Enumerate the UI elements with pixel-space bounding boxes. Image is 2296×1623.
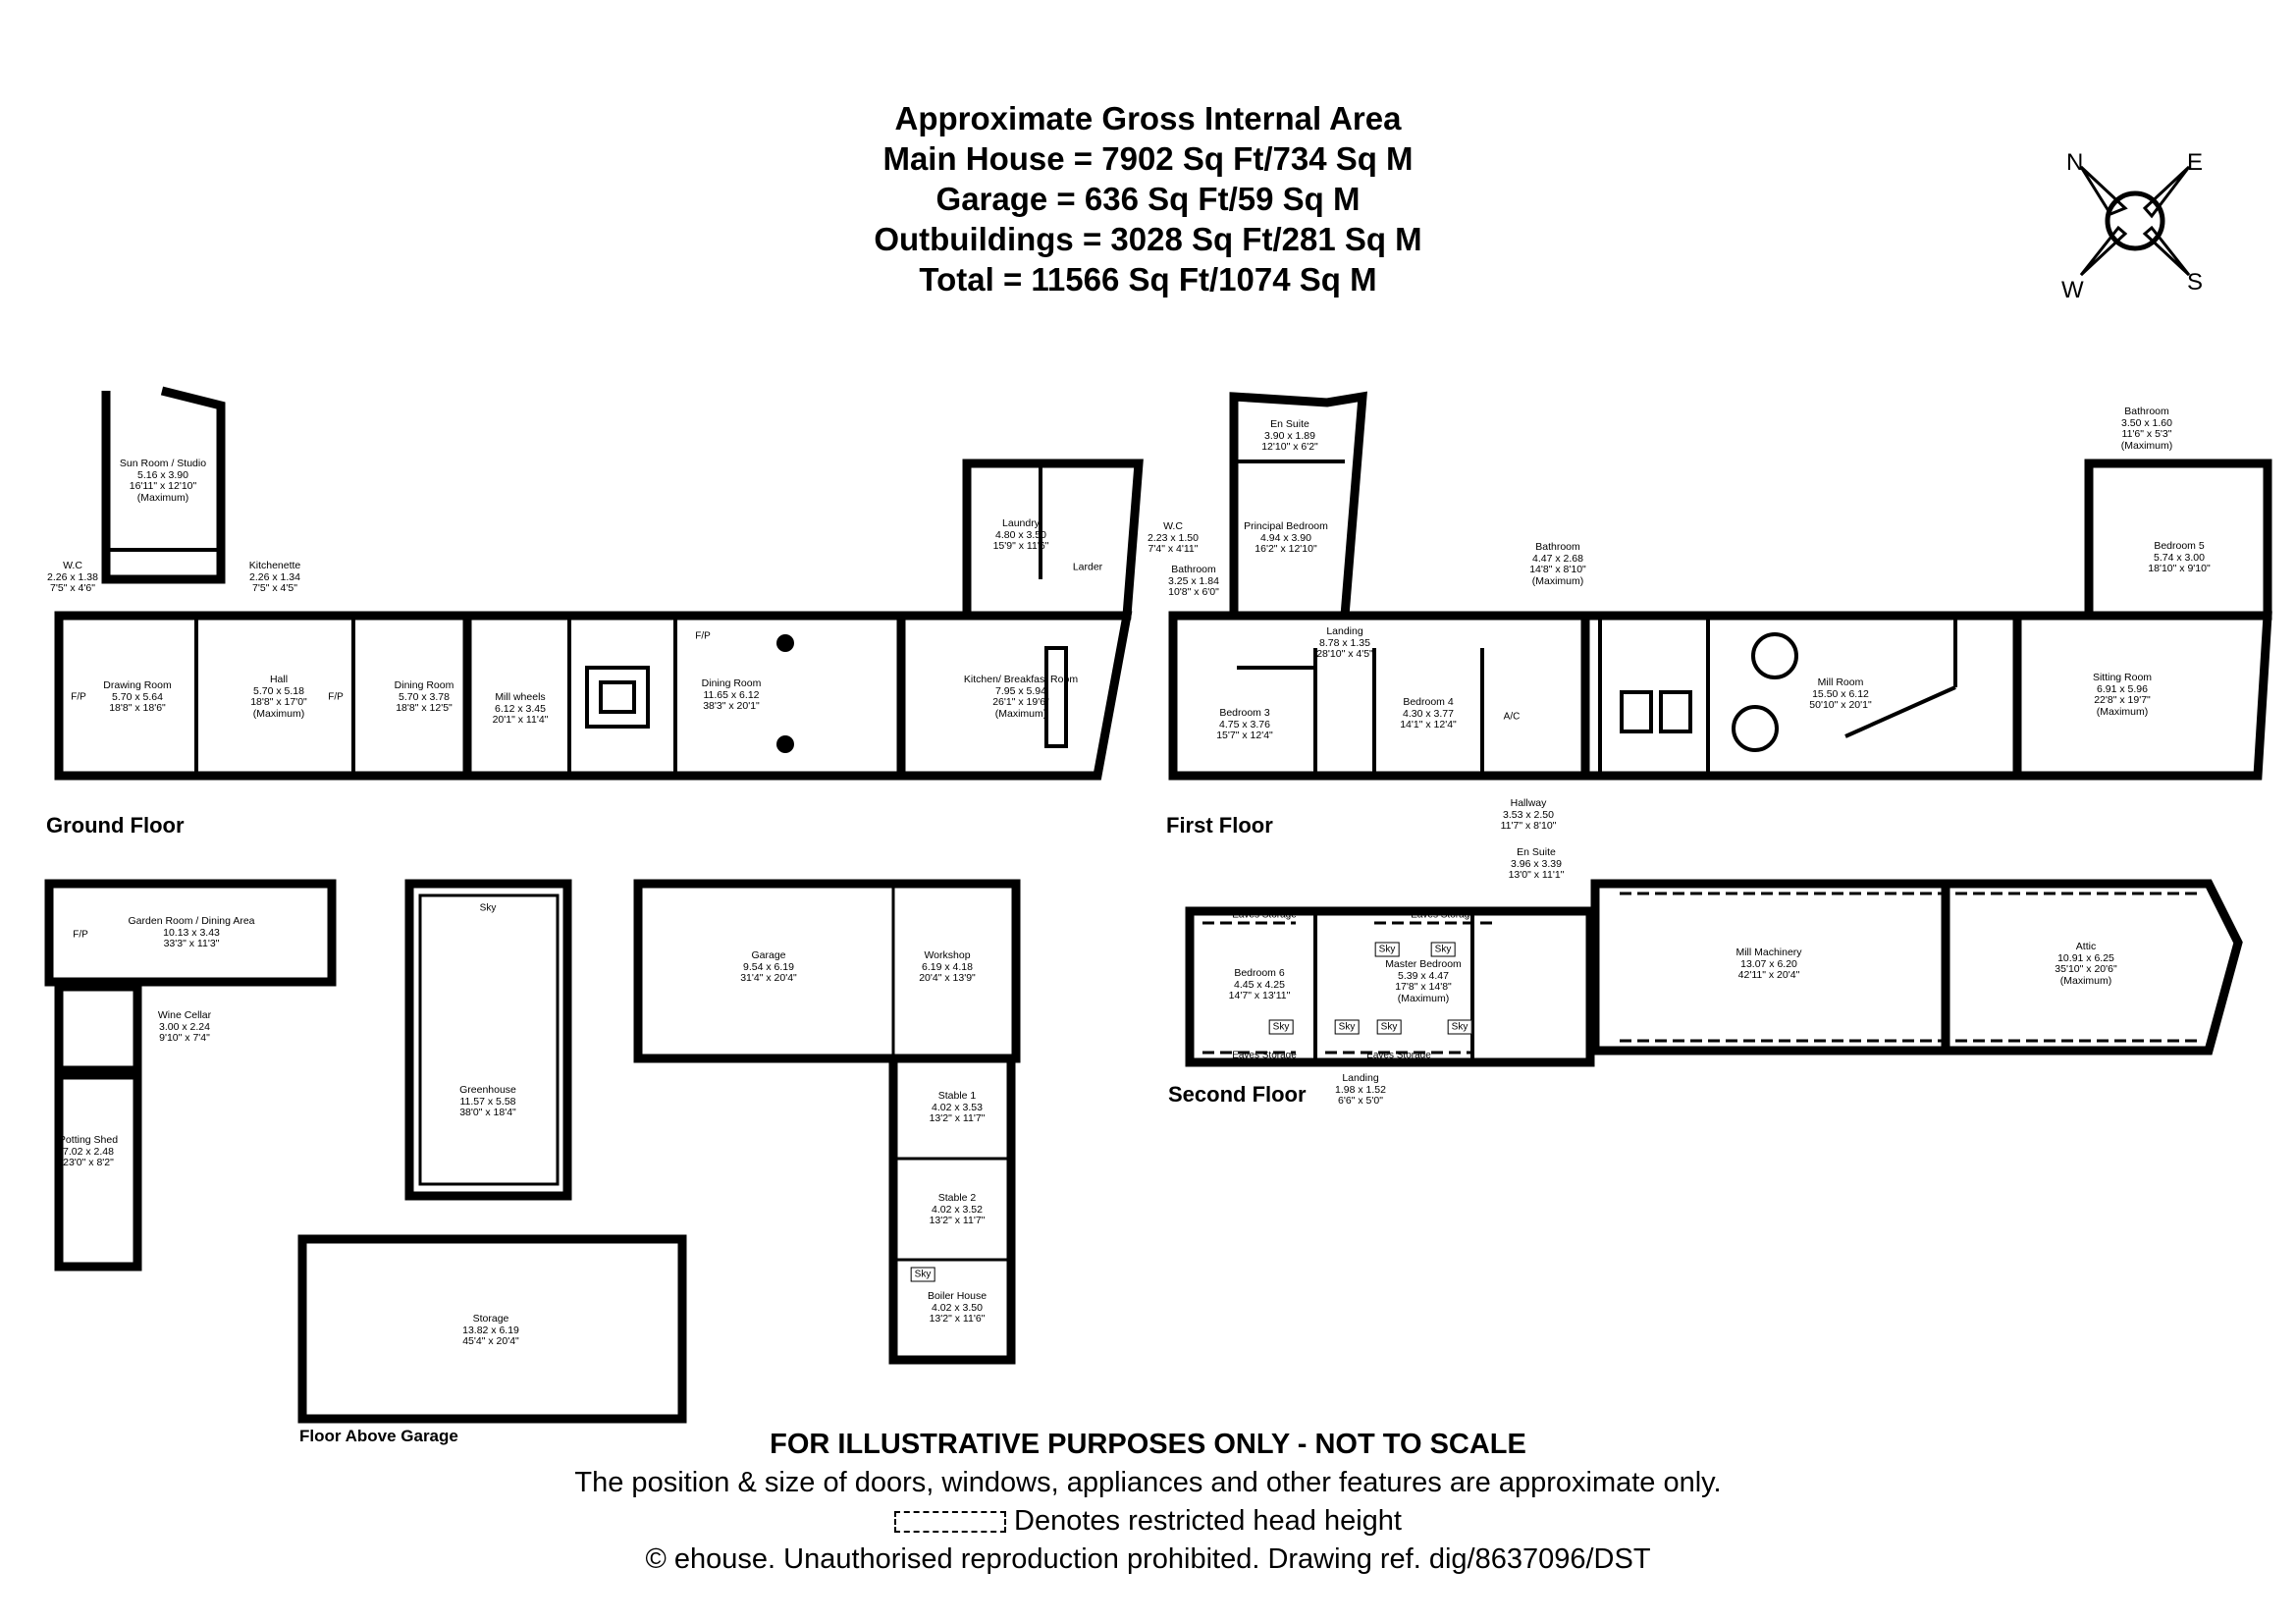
compass-s: S (2187, 269, 2204, 296)
room-bathroom-first-a: Bathroom 3.25 x 1.84 10'8" x 6'0" (1168, 563, 1219, 598)
dashed-legend-icon (894, 1511, 1006, 1534)
potting-shed-outline (54, 1070, 142, 1271)
area-main-house: Main House = 7902 Sq Ft/734 Sq M (882, 140, 1414, 177)
fireplace-label-garden: F/P (73, 929, 88, 941)
room-wc-side: W.C 2.23 x 1.50 7'4" x 4'11" (1148, 519, 1199, 555)
room-stable-2: Stable 2 4.02 x 3.52 13'2" x 11'7" (929, 1191, 986, 1226)
area-outbuildings: Outbuildings = 3028 Sq Ft/281 Sq M (874, 221, 1422, 257)
compass-e: E (2187, 149, 2204, 176)
garage-outline (633, 879, 1021, 1063)
first-floor-left-block (1168, 611, 1590, 781)
room-sun-room: Sun Room / Studio 5.16 x 3.90 16'11" x 1… (119, 458, 207, 504)
disclaimer-heading: FOR ILLUSTRATIVE PURPOSES ONLY - NOT TO … (770, 1429, 1526, 1460)
greenhouse-outline (404, 879, 572, 1201)
room-kitchen: Kitchen/ Breakfast Room 7.95 x 5.94 26'1… (963, 674, 1079, 720)
eaves-label-1: Eaves Storage (1232, 909, 1297, 921)
room-landing-first: Landing 8.78 x 1.35 28'10" x 4'5" (1316, 624, 1373, 660)
room-bedroom-5: Bedroom 5 5.74 x 3.00 18'10" x 9'10" (2148, 539, 2211, 574)
bedroom5-outline (2084, 459, 2272, 621)
wine-cellar-outline (54, 982, 142, 1075)
room-bedroom-4: Bedroom 4 4.30 x 3.77 14'1" x 12'4" (1400, 695, 1457, 730)
fireplace-label-dining: F/P (695, 630, 711, 642)
eaves-label-2: Eaves Storage (1411, 909, 1475, 921)
room-garage: Garage 9.54 x 6.19 31'4" x 20'4" (740, 948, 797, 984)
room-landing-second: Landing 1.98 x 1.52 6'6" x 5'0" (1335, 1071, 1386, 1107)
sky-label-2a: Sky (1374, 942, 1400, 957)
room-bathroom-first-b: Bathroom 4.47 x 2.68 14'8" x 8'10" (Maxi… (1529, 541, 1586, 587)
room-wc-ground: W.C 2.26 x 1.38 7'5" x 4'6" (47, 559, 98, 594)
room-attic: Attic 10.91 x 6.25 35'10" x 20'6" (Maxim… (2055, 941, 2117, 987)
second-floor-left-block (1185, 906, 1595, 1067)
disclaimer-text: The position & size of doors, windows, a… (574, 1467, 1722, 1498)
compass-n: N (2066, 149, 2084, 176)
compass-icon (2079, 165, 2191, 277)
floor-label-above-garage: Floor Above Garage (299, 1427, 458, 1445)
compass-w: W (2061, 277, 2084, 303)
room-master-bedroom: Master Bedroom 5.39 x 4.47 17'8" x 14'8"… (1385, 958, 1462, 1004)
copyright-text: © ehouse. Unauthorised reproduction proh… (645, 1543, 1651, 1575)
sky-label-2d: Sky (1334, 1019, 1360, 1035)
restricted-height-legend: Denotes restricted head height (0, 1505, 2296, 1538)
sky-label-2c: Sky (1268, 1019, 1294, 1035)
eaves-label-4: Eaves Storage (1366, 1050, 1431, 1061)
room-hallway: Hallway 3.53 x 2.50 11'7" x 8'10" (1500, 796, 1557, 832)
room-greenhouse: Greenhouse 11.57 x 5.58 38'0" x 18'4" (459, 1083, 516, 1118)
laundry-outline (962, 459, 1144, 621)
area-garage: Garage = 636 Sq Ft/59 Sq M (935, 181, 1361, 217)
sky-label-2e: Sky (1376, 1019, 1402, 1035)
room-kitchenette: Kitchenette 2.26 x 1.34 7'5" x 4'5" (248, 559, 301, 594)
garden-room-outline (44, 879, 337, 987)
room-dining-room-small: Dining Room 5.70 x 3.78 18'8" x 12'5" (394, 678, 454, 714)
room-wine-cellar: Wine Cellar 3.00 x 2.24 9'10" x 7'4" (157, 1008, 212, 1044)
room-stable-1: Stable 1 4.02 x 3.53 13'2" x 11'7" (929, 1089, 986, 1124)
area-summary: Approximate Gross Internal Area Main Hou… (0, 98, 2296, 299)
room-bedroom-3: Bedroom 3 4.75 x 3.76 15'7" x 12'4" (1216, 706, 1273, 741)
room-bathroom-first-c: Bathroom 3.50 x 1.60 11'6" x 5'3" (Maxim… (2120, 406, 2173, 452)
sun-room-outline (101, 386, 226, 584)
sky-label-2b: Sky (1430, 942, 1456, 957)
eaves-label-3: Eaves Storage (1232, 1050, 1297, 1061)
room-en-suite-second: En Suite 3.96 x 3.39 13'0" x 11'1" (1508, 845, 1565, 881)
room-bedroom-6: Bedroom 6 4.45 x 4.25 14'7" x 13'11" (1228, 966, 1291, 1001)
area-title: Approximate Gross Internal Area (894, 100, 1402, 136)
room-laundry: Laundry 4.80 x 3.50 15'9" x 11'6" (992, 516, 1049, 552)
principal-bedroom-outline (1229, 391, 1367, 621)
sky-label-greenhouse: Sky (479, 902, 497, 914)
fireplace-label-drawing: F/P (71, 691, 86, 703)
floor-label-ground: Ground Floor (46, 813, 185, 838)
sky-label-boiler: Sky (910, 1267, 935, 1282)
room-workshop: Workshop 6.19 x 4.18 20'4" x 13'9" (919, 948, 976, 984)
storage-outline (297, 1234, 687, 1424)
fireplace-label-hall: F/P (328, 691, 344, 703)
first-floor-mill-block (1585, 611, 2022, 781)
room-larder: Larder (1072, 561, 1103, 573)
restricted-height-text: Denotes restricted head height (1014, 1505, 1402, 1537)
room-garden-room: Garden Room / Dining Area 10.13 x 3.43 3… (128, 914, 255, 949)
room-hall: Hall 5.70 x 5.18 18'8" x 17'0" (Maximum) (250, 674, 307, 720)
room-potting-shed: Potting Shed 7.02 x 2.48 23'0" x 8'2" (58, 1133, 119, 1168)
floor-label-first: First Floor (1166, 813, 1273, 838)
room-boiler-house: Boiler House 4.02 x 3.50 13'2" x 11'6" (927, 1289, 988, 1325)
room-sitting-room: Sitting Room 6.91 x 5.96 22'8" x 19'7" (… (2092, 672, 2153, 718)
ac-label: A/C (1503, 711, 1521, 723)
room-drawing-room: Drawing Room 5.70 x 5.64 18'8" x 18'6" (103, 678, 172, 714)
room-mill-machinery: Mill Machinery 13.07 x 6.20 42'11" x 20'… (1735, 946, 1802, 981)
room-mill-room: Mill Room 15.50 x 6.12 50'10" x 20'1" (1809, 676, 1872, 711)
area-total: Total = 11566 Sq Ft/1074 Sq M (919, 261, 1377, 298)
room-dining-room-large: Dining Room 11.65 x 6.12 38'3" x 20'1" (701, 676, 762, 712)
room-storage: Storage 13.82 x 6.19 45'4" x 20'4" (462, 1312, 519, 1347)
second-floor-mill-block (1590, 879, 2243, 1055)
room-mill-wheels: Mill wheels 6.12 x 3.45 20'1" x 11'4" (492, 690, 549, 726)
room-en-suite-principal: En Suite 3.90 x 1.89 12'10" x 6'2" (1261, 417, 1318, 453)
room-principal-bedroom: Principal Bedroom 4.94 x 3.90 16'2" x 12… (1244, 519, 1328, 555)
sky-label-2f: Sky (1447, 1019, 1472, 1035)
floor-label-second: Second Floor (1168, 1082, 1307, 1107)
